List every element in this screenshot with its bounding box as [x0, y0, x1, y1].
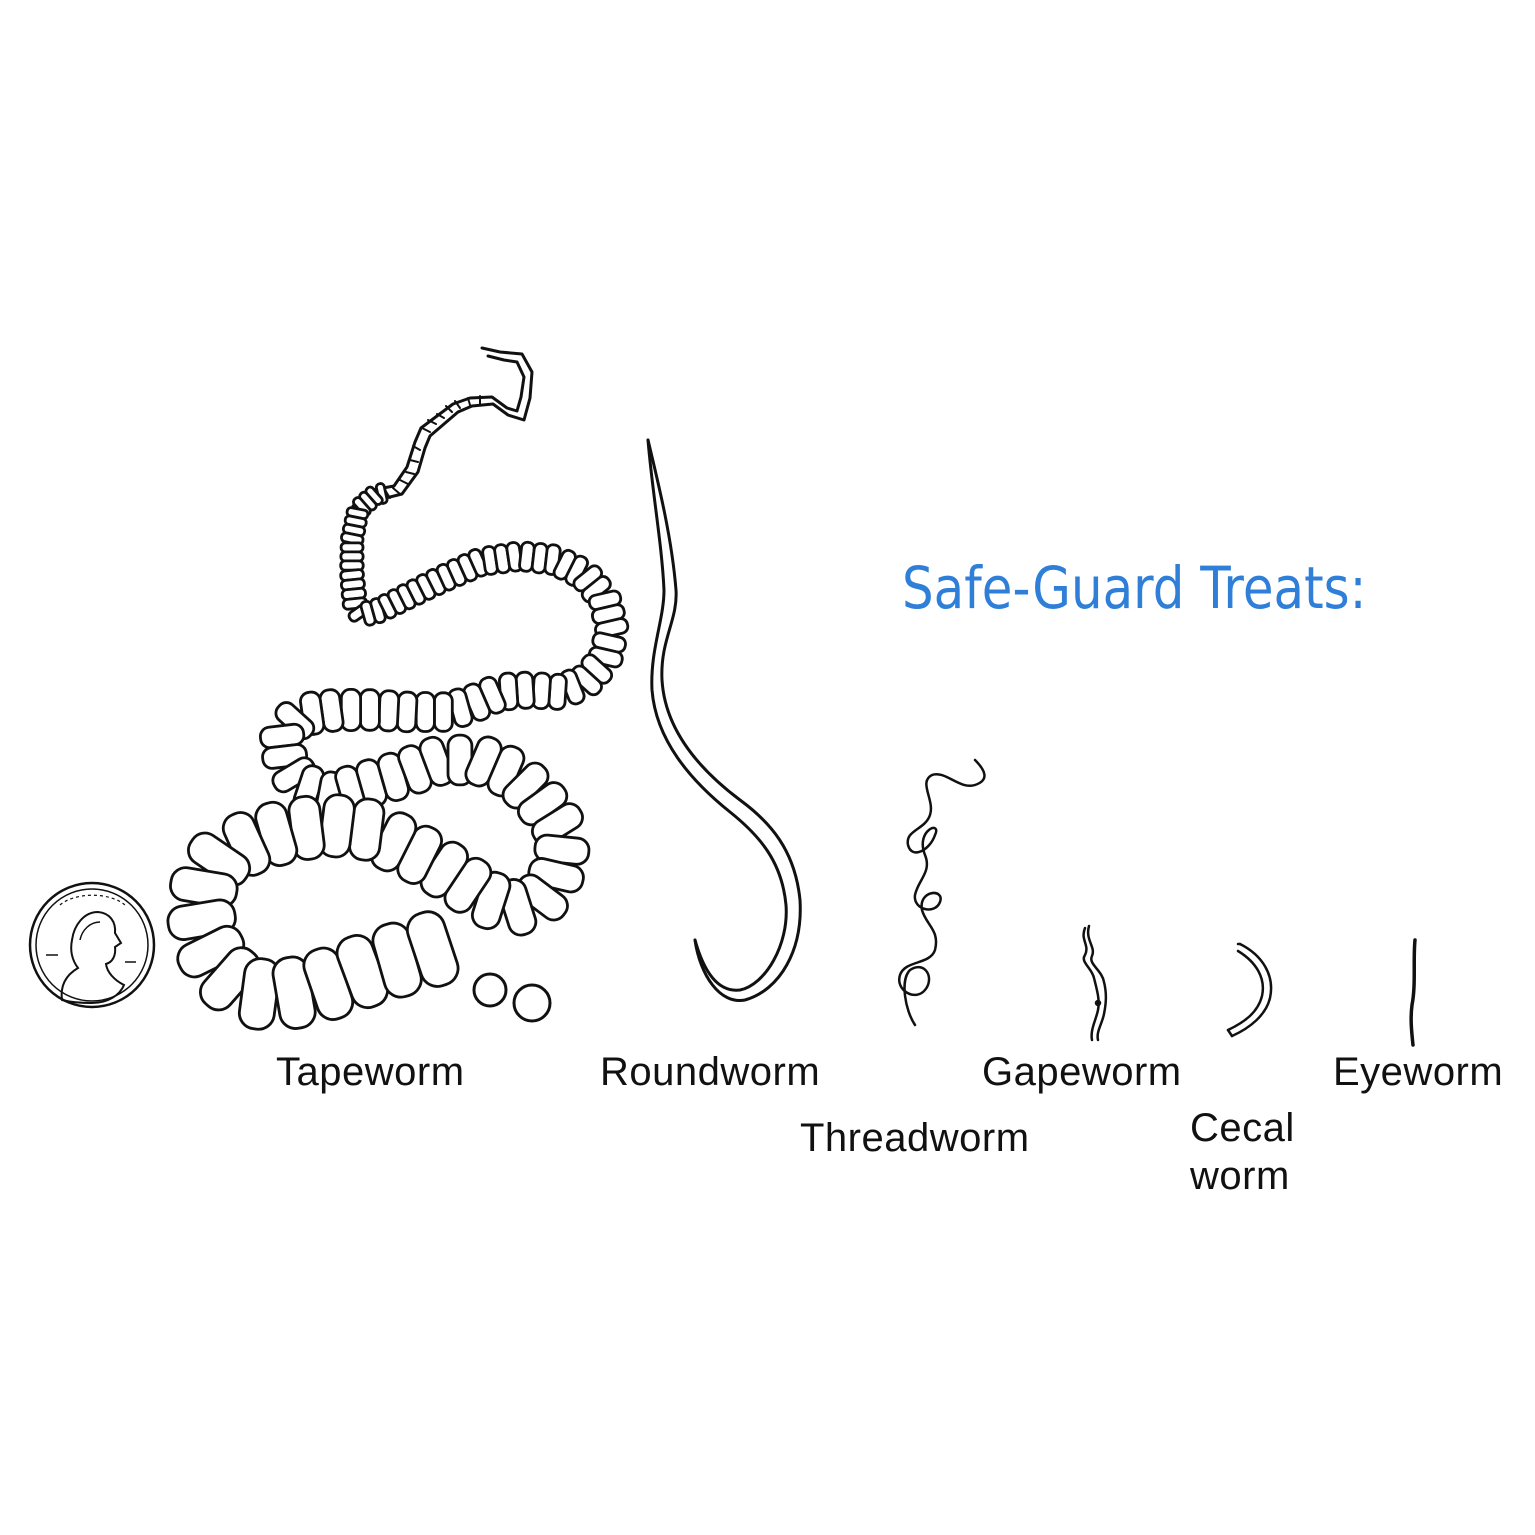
roundworm-label: Roundworm [600, 1050, 821, 1094]
gapeworm-icon [1082, 924, 1108, 1042]
eyeworm-icon [1409, 938, 1417, 1047]
eyeworm-label: Eyeworm [1333, 1050, 1504, 1094]
cecal-worm-label-line2: worm [1190, 1154, 1290, 1198]
penny-coin-icon [28, 881, 156, 1009]
tapeworm-segment [432, 691, 454, 733]
threadworm-icon [897, 758, 986, 1027]
tapeworm-segment [358, 688, 381, 732]
page-title: Safe-Guard Treats: [902, 554, 1367, 622]
cecal-worm-label-line1: Cecal [1190, 1106, 1295, 1150]
roundworm-icon [646, 438, 802, 1002]
tapeworm-segment [377, 689, 401, 733]
gapeworm-label: Gapeworm [982, 1050, 1182, 1094]
threadworm-label: Threadworm [800, 1116, 1030, 1160]
tapeworm-segment [414, 691, 436, 733]
cecal-worm-label: Cecal worm [1190, 1104, 1295, 1200]
tapeworm-segment [405, 910, 460, 988]
tapeworm-label: Tapeworm [276, 1050, 465, 1094]
cecal-worm-icon [1226, 942, 1273, 1038]
tapeworm-icon [166, 346, 630, 1031]
